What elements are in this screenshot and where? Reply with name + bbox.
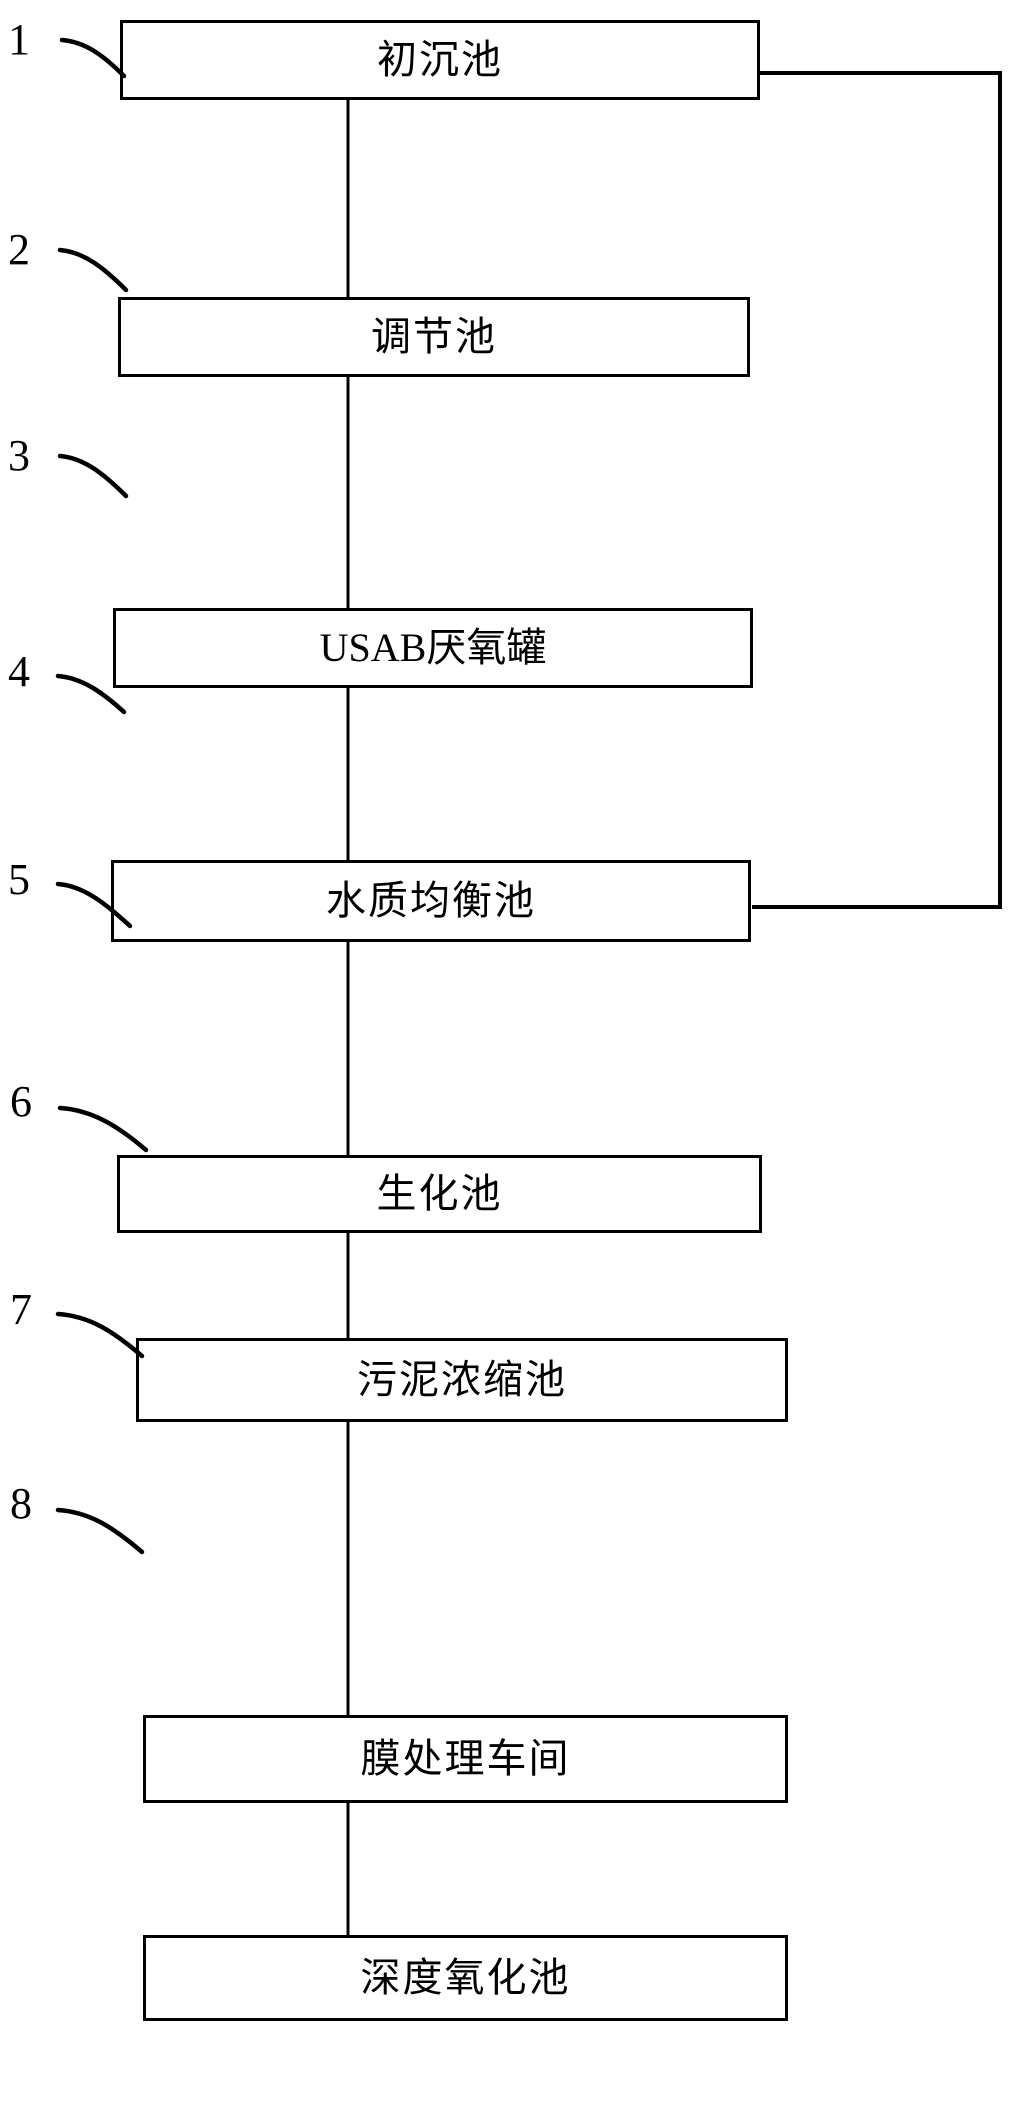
reference-number-8: 8 xyxy=(10,1479,32,1528)
bypass-connector-group xyxy=(752,71,1002,909)
process-node-4[interactable]: 水质均衡池 xyxy=(111,860,751,942)
process-node-3[interactable]: USAB厌氧罐 xyxy=(113,608,753,688)
process-node-label: 生化池 xyxy=(376,1171,503,1216)
reference-number-7: 7 xyxy=(10,1285,32,1334)
reference-number-3: 3 xyxy=(8,431,30,480)
reference-number-5: 5 xyxy=(8,855,30,904)
process-node-6[interactable]: 污泥浓缩池 xyxy=(136,1338,788,1422)
process-node-label: 初沉池 xyxy=(377,37,503,82)
process-node-7[interactable]: 膜处理车间 xyxy=(143,1715,788,1803)
reference-number-1: 1 xyxy=(8,15,30,64)
process-node-label: 膜处理车间 xyxy=(360,1736,571,1781)
leader-line-5 xyxy=(55,881,133,929)
leader-line-3 xyxy=(57,453,129,499)
process-node-5[interactable]: 生化池 xyxy=(117,1155,762,1233)
leader-line-6 xyxy=(57,1105,149,1153)
bypass-connector-1-to-4 xyxy=(752,71,1002,909)
process-node-label: 深度氧化池 xyxy=(360,1955,571,2000)
process-node-8[interactable]: 深度氧化池 xyxy=(143,1935,788,2021)
leader-line-1 xyxy=(59,37,127,79)
process-node-label: 调节池 xyxy=(371,314,497,359)
process-node-2[interactable]: 调节池 xyxy=(118,297,750,377)
leader-line-2 xyxy=(57,247,129,293)
reference-number-4: 4 xyxy=(8,647,30,696)
process-node-label: USAB厌氧罐 xyxy=(319,625,547,670)
leader-line-group xyxy=(55,37,149,1555)
leader-line-8 xyxy=(55,1507,145,1555)
reference-number-6: 6 xyxy=(10,1077,32,1126)
process-node-1[interactable]: 初沉池 xyxy=(120,20,760,100)
reference-number-2: 2 xyxy=(8,225,30,274)
leader-line-4 xyxy=(55,673,127,715)
process-node-label: 污泥浓缩池 xyxy=(357,1357,567,1402)
leader-line-7 xyxy=(55,1311,145,1359)
process-node-label: 水质均衡池 xyxy=(326,878,536,923)
